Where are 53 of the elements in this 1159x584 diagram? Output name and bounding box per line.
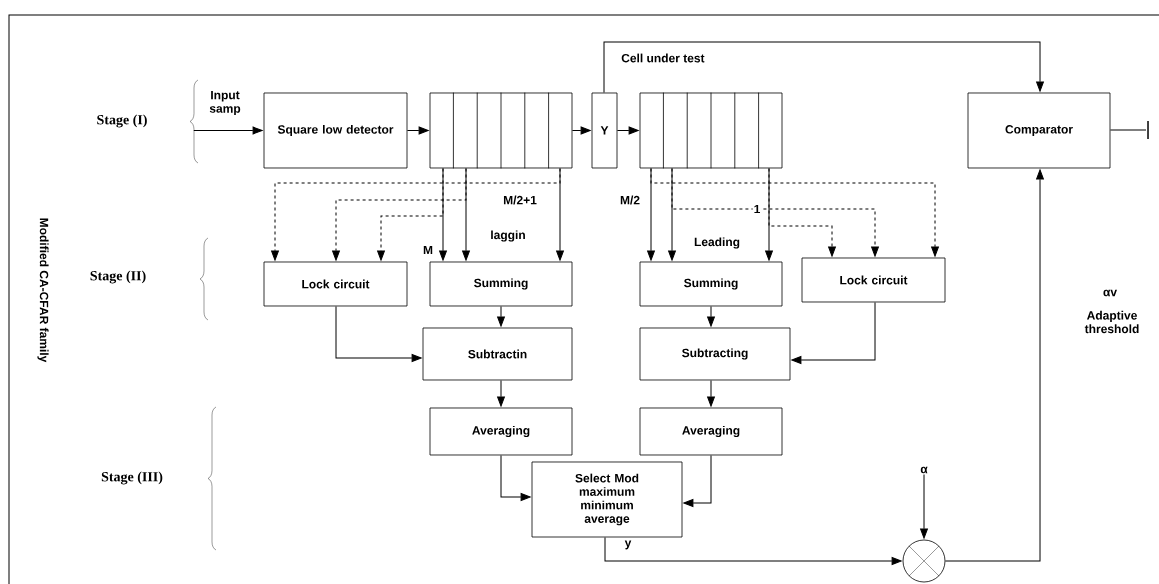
arrow xyxy=(497,305,505,327)
tap-label: 1 xyxy=(752,203,762,215)
arrow xyxy=(791,301,876,364)
block-box: Summing xyxy=(429,261,573,307)
arrow xyxy=(332,167,467,261)
arrow xyxy=(497,379,505,407)
block-box: Comparator xyxy=(967,92,1111,169)
signal-label: Input samp xyxy=(209,90,241,116)
edge-label: y xyxy=(623,539,633,551)
arrow xyxy=(571,126,591,135)
block-box: Averaging xyxy=(429,407,573,456)
stage-label: Stage (III) xyxy=(101,471,163,485)
arrow xyxy=(707,379,715,407)
shift-register xyxy=(429,92,573,169)
arrow xyxy=(707,305,715,327)
block-box: Subtractin xyxy=(422,327,573,381)
stage-label: Stage (I) xyxy=(97,114,147,128)
stage-label: Stage (II) xyxy=(90,270,146,284)
block-box: Summing xyxy=(639,261,783,307)
block-box: Y xyxy=(591,92,618,169)
multiplier-symbol xyxy=(902,539,946,583)
edge-label: Cell under test xyxy=(620,52,706,64)
label: Adaptive threshold xyxy=(1084,310,1139,334)
signal-label: α xyxy=(920,466,928,474)
arrow xyxy=(944,169,1044,562)
label: Leading xyxy=(694,237,740,249)
arrow xyxy=(683,454,712,507)
label: laggin xyxy=(491,230,525,242)
arrow xyxy=(671,167,879,257)
block-box: Lock circuit xyxy=(801,257,946,303)
arrow xyxy=(500,454,531,501)
arrow xyxy=(604,536,902,565)
arrow xyxy=(616,126,639,135)
arrow xyxy=(377,167,444,261)
label: αv xyxy=(1103,289,1117,297)
arrow xyxy=(193,126,263,135)
vertical-title: Modified CA-CFAR family xyxy=(37,218,49,363)
block-box: Square low detector xyxy=(263,92,408,169)
arrow xyxy=(920,474,928,539)
block-box: Lock circuit xyxy=(263,261,408,307)
arrow xyxy=(650,167,939,257)
arrow xyxy=(406,126,429,135)
arrow xyxy=(271,167,561,261)
shift-register xyxy=(639,92,783,169)
block-box: Subtracting xyxy=(639,327,791,381)
block-box: Select Mod maximum minimum average xyxy=(531,461,683,538)
arrow xyxy=(603,41,1044,94)
label: M/2+1 xyxy=(503,195,537,205)
label: M/2 xyxy=(620,195,640,205)
arrow xyxy=(335,305,422,362)
block-box: Averaging xyxy=(639,407,783,456)
arrow xyxy=(768,167,836,257)
label: M xyxy=(423,245,433,255)
